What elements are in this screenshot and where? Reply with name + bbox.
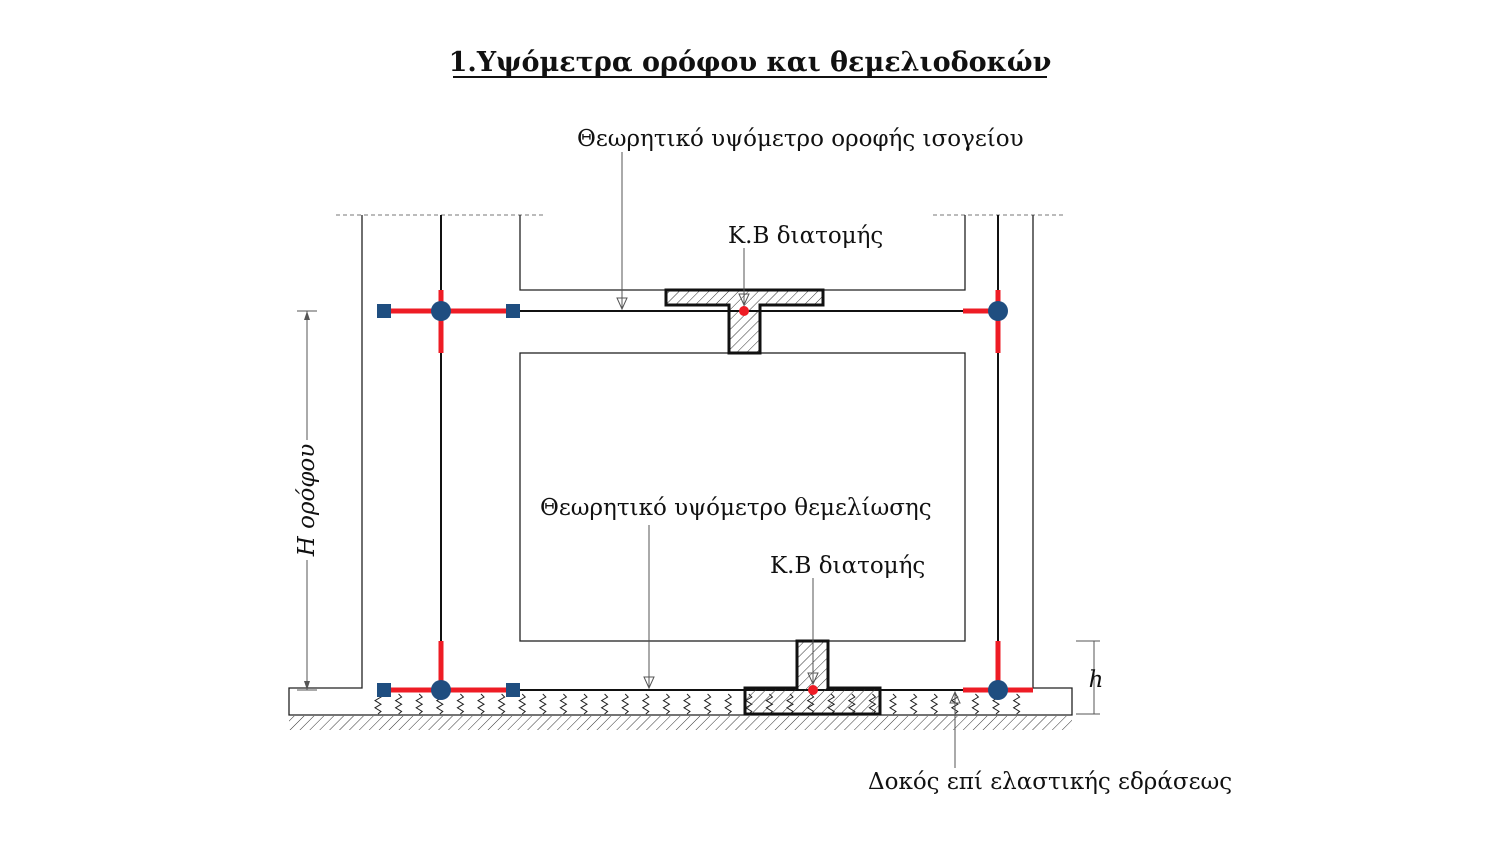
spring — [518, 693, 527, 715]
node-circle — [988, 680, 1008, 700]
h-dimension — [1076, 640, 1100, 715]
nodes — [377, 301, 1008, 700]
spring — [538, 693, 547, 715]
spring — [394, 693, 403, 715]
centroid-dot-bottom — [808, 685, 818, 695]
spring — [497, 693, 506, 715]
spring — [909, 693, 918, 715]
spring — [1012, 693, 1021, 715]
node-square — [377, 304, 391, 318]
spring — [580, 693, 588, 715]
page-title: 1.Υψόμετρα ορόφου και θεμελιοδοκών — [449, 47, 1052, 78]
spring — [621, 693, 630, 715]
node-square — [506, 304, 520, 318]
spring — [600, 693, 609, 715]
spring — [724, 693, 733, 715]
rigid-zones — [384, 290, 1033, 693]
centroid-dot-top — [739, 306, 749, 316]
ground-hatch — [289, 716, 1072, 730]
spring — [930, 693, 939, 715]
spring — [477, 693, 485, 715]
spring — [559, 693, 568, 715]
leader-arrows — [616, 152, 961, 768]
outer-outline — [288, 215, 1073, 716]
node-circle — [431, 301, 451, 321]
elastic-springs — [374, 693, 1021, 715]
storey-height-label: H ορόφου — [294, 444, 320, 558]
spring — [641, 693, 650, 715]
t-beam-section — [664, 288, 825, 355]
spring — [889, 693, 897, 715]
spring — [662, 693, 671, 715]
spring — [703, 693, 712, 715]
spring — [683, 693, 691, 715]
centroid-bottom-label: Κ.Β διατομής — [770, 553, 925, 579]
spring — [456, 693, 465, 715]
centroid-top-label: Κ.Β διατομής — [728, 223, 883, 249]
roof-level-label: Θεωρητικό υψόμετρο οροφής ισογείου — [577, 126, 1024, 152]
node-square — [506, 683, 520, 697]
spring — [415, 693, 424, 715]
spring — [971, 693, 980, 715]
node-circle — [988, 301, 1008, 321]
foundation-level-label: Θεωρητικό υψόμετρο θεμελίωσης — [540, 495, 932, 521]
elastic-beam-label: Δοκός επί ελαστικής εδράσεως — [868, 769, 1232, 795]
h-label: h — [1089, 667, 1104, 693]
node-square — [377, 683, 391, 697]
node-circle — [431, 680, 451, 700]
